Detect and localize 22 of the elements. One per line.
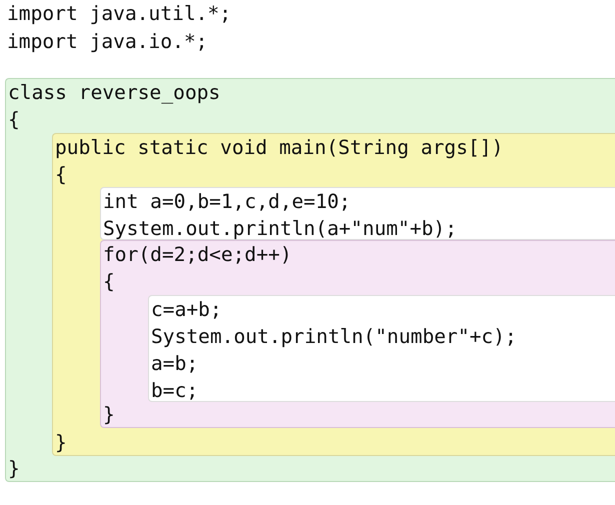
code-line: b=c;	[151, 378, 198, 404]
code-line: }	[8, 456, 20, 482]
method-block	[52, 133, 615, 456]
code-line: {	[8, 107, 20, 133]
code-line: public static void main(String args[])	[55, 135, 504, 161]
code-line: System.out.println("number"+c);	[151, 324, 517, 350]
code-line: {	[55, 162, 67, 188]
code-line: System.out.println(a+"num"+b);	[103, 216, 457, 242]
code-line: c=a+b;	[151, 297, 222, 323]
import-statement: import java.util.*;	[7, 1, 232, 27]
loop-block	[100, 240, 615, 428]
code-line: int a=0,b=1,c,d,e=10;	[103, 189, 351, 215]
code-line: }	[55, 430, 67, 456]
code-line: for(d=2;d<e;d++)	[103, 242, 292, 268]
statement-block	[100, 187, 615, 240]
import-statement: import java.io.*;	[7, 29, 208, 55]
class-block	[5, 78, 615, 482]
loop-body-block	[148, 295, 615, 402]
code-line: }	[103, 402, 115, 428]
code-line: {	[103, 269, 115, 295]
code-line: class reverse_oops	[8, 80, 220, 106]
code-line: a=b;	[151, 351, 198, 377]
